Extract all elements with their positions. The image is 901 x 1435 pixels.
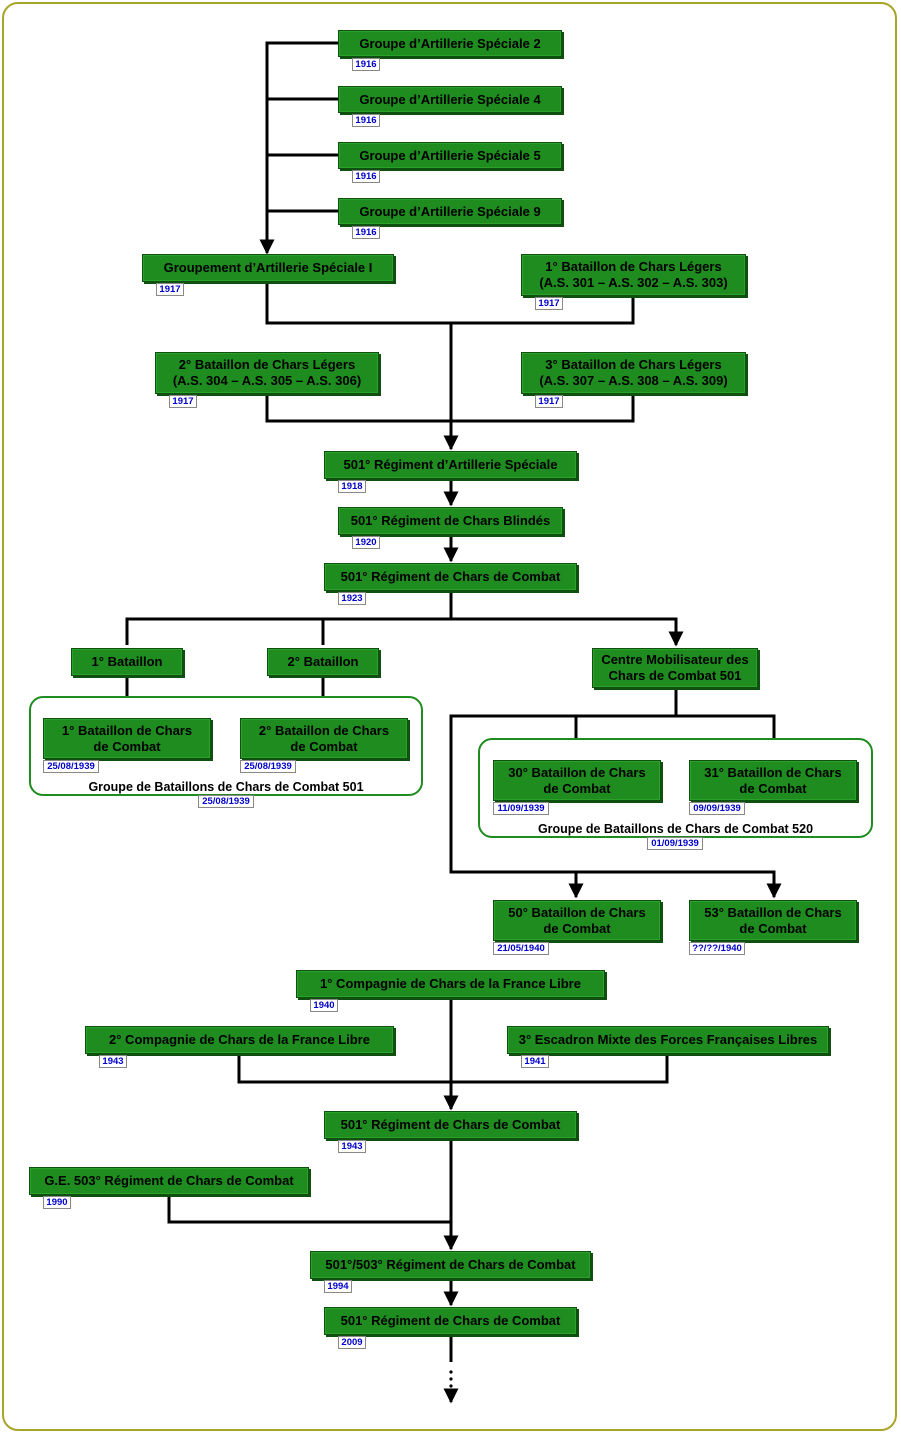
date-gas4: 1916 bbox=[352, 114, 380, 127]
date-rcc501-1943: 1943 bbox=[338, 1140, 366, 1153]
date-bcc50: 21/05/1940 bbox=[493, 942, 549, 955]
group-date-gbcc501: 25/08/1939 bbox=[198, 795, 254, 808]
unit-ge503: G.E. 503° Régiment de Chars de Combat bbox=[29, 1167, 309, 1195]
unit-gasI: Groupement d’Artillerie Spéciale I bbox=[142, 254, 394, 282]
date-ras501: 1918 bbox=[338, 480, 366, 493]
date-bcl2: 1917 bbox=[169, 395, 197, 408]
date-bcc30: 11/09/1939 bbox=[493, 802, 549, 815]
unit-bcc53: 53° Bataillon de Chars de Combat bbox=[689, 900, 857, 941]
unit-bcc50: 50° Bataillon de Chars de Combat bbox=[493, 900, 661, 941]
unit-cm501: Centre Mobilisateur des Chars de Combat … bbox=[592, 648, 758, 688]
unit-bcl2: 2° Bataillon de Chars Légers (A.S. 304 –… bbox=[155, 352, 379, 394]
unit-bcc31: 31° Bataillon de Chars de Combat bbox=[689, 760, 857, 801]
date-ccfl1: 1940 bbox=[310, 999, 338, 1012]
unit-bat1: 1° Bataillon bbox=[71, 648, 183, 676]
date-bcc53: ??/??/1940 bbox=[689, 942, 745, 955]
date-bcl3: 1917 bbox=[535, 395, 563, 408]
date-rcb501: 1920 bbox=[352, 536, 380, 549]
date-gas2: 1916 bbox=[352, 58, 380, 71]
unit-bcl3: 3° Bataillon de Chars Légers (A.S. 307 –… bbox=[521, 352, 746, 394]
unit-ccfl1: 1° Compagnie de Chars de la France Libre bbox=[296, 970, 605, 998]
group-label-gbcc501: Groupe de Bataillons de Chars de Combat … bbox=[88, 780, 364, 794]
unit-gas4: Groupe d’Artillerie Spéciale 4 bbox=[338, 86, 562, 113]
date-bcc2: 25/08/1939 bbox=[240, 760, 296, 773]
unit-ras501: 501° Régiment d’Artillerie Spéciale bbox=[324, 451, 577, 479]
unit-emffl3: 3° Escadron Mixte des Forces Françaises … bbox=[507, 1026, 829, 1054]
unit-rcc501-503: 501°/503° Régiment de Chars de Combat bbox=[310, 1251, 591, 1279]
date-rcc501-1923: 1923 bbox=[338, 592, 366, 605]
group-date-gbcc520: 01/09/1939 bbox=[647, 837, 703, 850]
unit-gas5: Groupe d’Artillerie Spéciale 5 bbox=[338, 142, 562, 169]
date-bcc1: 25/08/1939 bbox=[43, 760, 99, 773]
date-rcc501-503: 1994 bbox=[324, 1280, 352, 1293]
unit-bcc1: 1° Bataillon de Chars de Combat bbox=[43, 718, 211, 759]
unit-rcc501-1943: 501° Régiment de Chars de Combat bbox=[324, 1111, 577, 1139]
date-ccfl2: 1943 bbox=[99, 1055, 127, 1068]
date-rcc501-2009: 2009 bbox=[338, 1336, 366, 1349]
unit-gas9: Groupe d’Artillerie Spéciale 9 bbox=[338, 198, 562, 225]
unit-rcb501: 501° Régiment de Chars Blindés bbox=[338, 507, 563, 535]
unit-bcl1: 1° Bataillon de Chars Légers (A.S. 301 –… bbox=[521, 254, 746, 296]
date-gas9: 1916 bbox=[352, 226, 380, 239]
date-gasI: 1917 bbox=[156, 283, 184, 296]
date-ge503: 1990 bbox=[43, 1196, 71, 1209]
unit-ccfl2: 2° Compagnie de Chars de la France Libre bbox=[85, 1026, 394, 1054]
unit-bcc30: 30° Bataillon de Chars de Combat bbox=[493, 760, 661, 801]
unit-bat2: 2° Bataillon bbox=[267, 648, 379, 676]
date-emffl3: 1941 bbox=[521, 1055, 549, 1068]
unit-gas2: Groupe d’Artillerie Spéciale 2 bbox=[338, 30, 562, 57]
unit-bcc2: 2° Bataillon de Chars de Combat bbox=[240, 718, 408, 759]
date-bcc31: 09/09/1939 bbox=[689, 802, 745, 815]
group-label-gbcc520: Groupe de Bataillons de Chars de Combat … bbox=[537, 822, 814, 836]
unit-rcc501-1923: 501° Régiment de Chars de Combat bbox=[324, 563, 577, 591]
date-bcl1: 1917 bbox=[535, 297, 563, 310]
unit-rcc501-2009: 501° Régiment de Chars de Combat bbox=[324, 1307, 577, 1335]
date-gas5: 1916 bbox=[352, 170, 380, 183]
